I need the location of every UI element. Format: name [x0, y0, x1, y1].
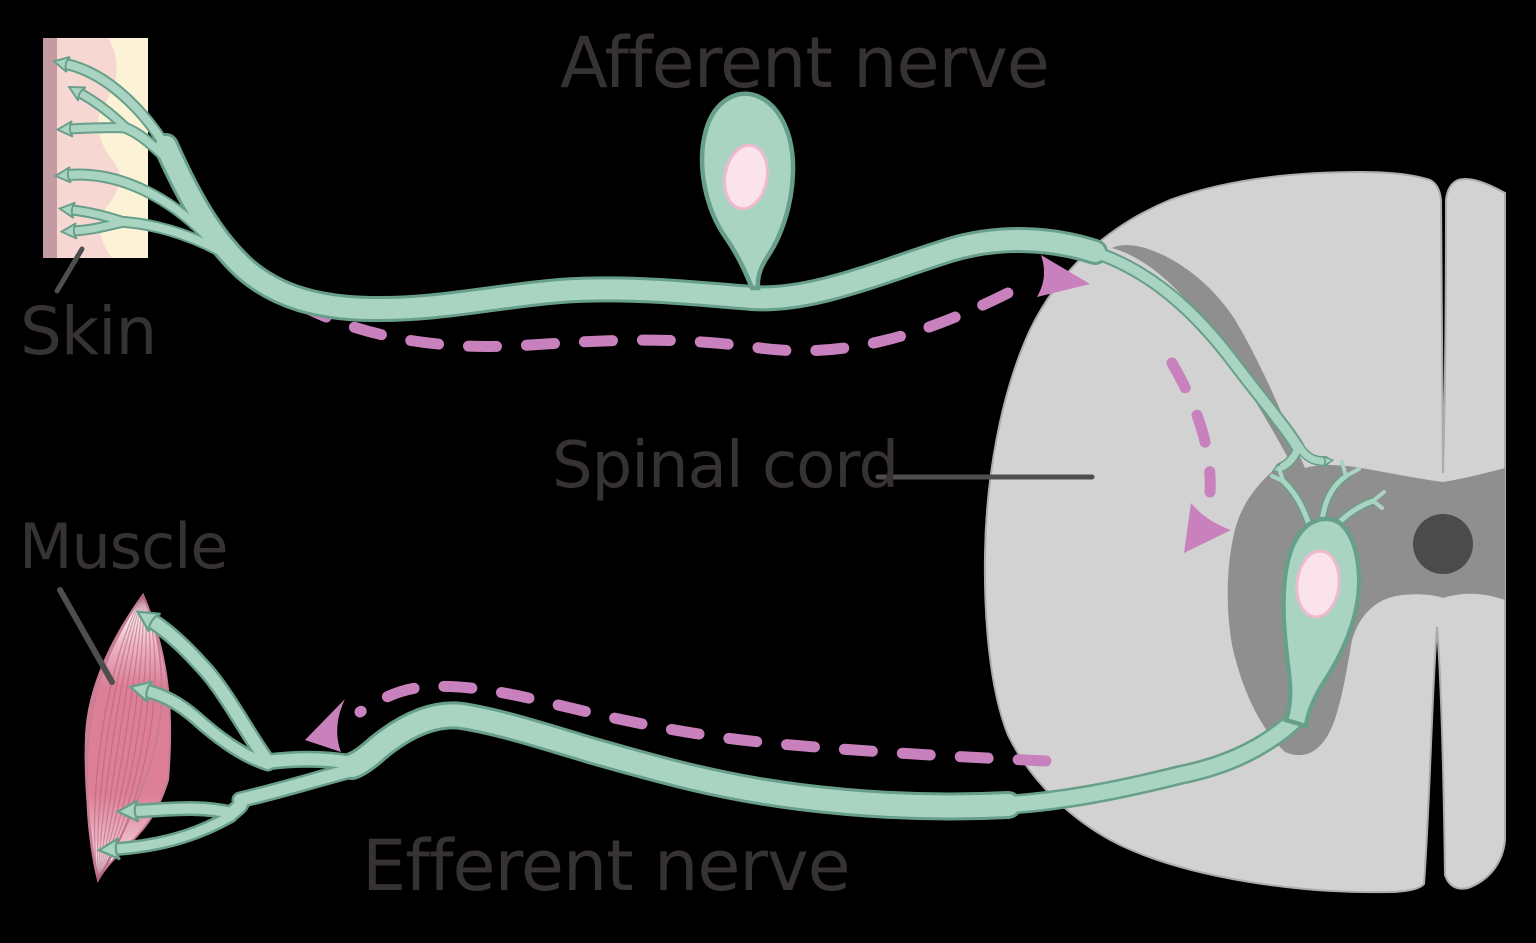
skin-pointer-line — [54, 246, 85, 294]
afferent-direction-arrowhead — [1037, 255, 1090, 297]
reflex-relay-arrow — [1166, 357, 1231, 553]
afferent-signal-dashes — [246, 268, 1018, 357]
skin-label: Skin — [20, 293, 157, 370]
afferent-signal-arrow — [246, 255, 1090, 357]
skin-surface-edge — [43, 38, 57, 258]
muscle-label: Muscle — [19, 510, 229, 583]
reflex-relay-dashes — [1166, 357, 1216, 498]
spinal-cord-cross-section — [983, 170, 1506, 894]
efferent-signal-dashes — [354, 680, 1052, 767]
sensory-neuron-nucleus — [723, 143, 769, 211]
afferent-axon — [166, 146, 1095, 309]
efferent-nerve-fiber — [116, 460, 1386, 849]
skin-epidermis-layer — [98, 38, 148, 258]
reflex-relay-arrowhead — [1184, 503, 1231, 553]
dorsal-root-ganglion — [699, 91, 796, 291]
afferent-nerve-label: Afferent nerve — [560, 22, 1050, 104]
pointer-lines — [54, 246, 1095, 685]
efferent-signal-arrow — [305, 680, 1052, 767]
efferent-nerve-label: Efferent nerve — [362, 825, 851, 907]
muscle-pointer-line — [57, 587, 115, 685]
motor-neuron — [1281, 516, 1362, 729]
spinal-cord-gray-matter — [1112, 245, 1505, 756]
motor-neuron-dendrites — [1270, 460, 1386, 528]
efferent-direction-arrowhead — [305, 699, 345, 752]
central-canal — [1413, 514, 1473, 574]
afferent-nerve-fiber — [66, 64, 1325, 468]
motor-neuron-nucleus — [1295, 549, 1341, 619]
spinal-cord-label: Spinal cord — [552, 429, 899, 503]
